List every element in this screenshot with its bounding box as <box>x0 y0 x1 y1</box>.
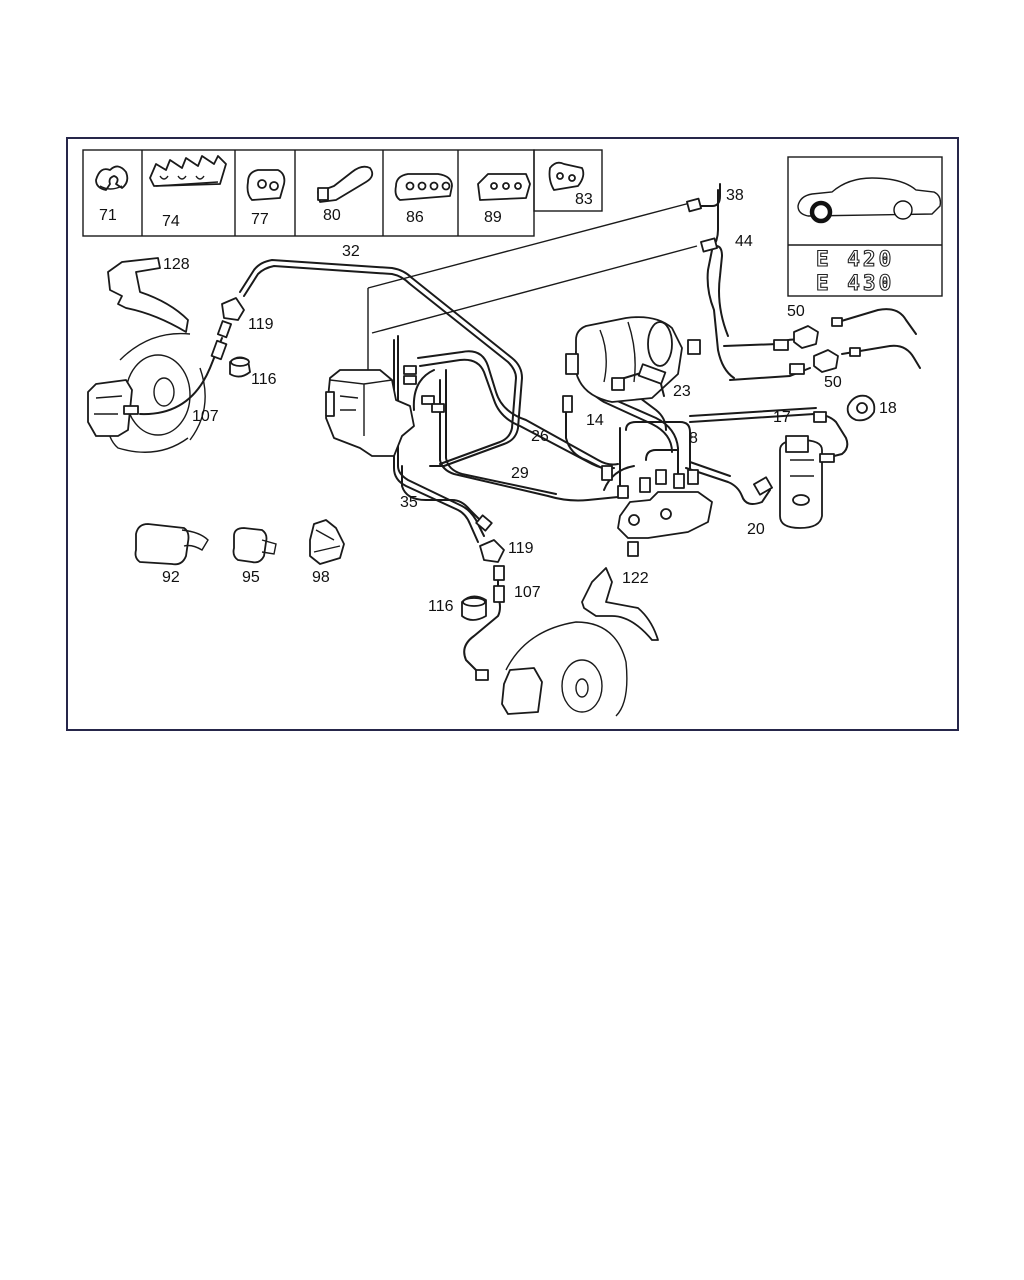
front-wheel-highlight-icon <box>809 200 833 224</box>
callout-116-front: 116 <box>251 371 277 388</box>
rear-brake-assembly <box>461 514 659 717</box>
pressure-accumulator <box>779 435 823 529</box>
distributor-block <box>601 465 713 557</box>
brake-booster <box>565 316 701 403</box>
brake-caliper <box>87 379 133 437</box>
callouts: 128 32 38 44 50 50 119 116 107 23 14 17 … <box>162 187 897 615</box>
callout-32: 32 <box>342 243 360 260</box>
legend-number-80: 80 <box>323 207 341 224</box>
legend-number-74: 74 <box>162 213 180 230</box>
legend-number-83: 83 <box>575 191 593 208</box>
abs-hydraulic-unit <box>325 365 445 457</box>
legend-strip: 71 74 77 80 86 89 83 <box>82 149 603 237</box>
callout-116-rear: 116 <box>428 598 454 615</box>
loose-clips <box>134 519 345 566</box>
diagram-frame <box>66 137 959 731</box>
callout-29: 29 <box>511 465 529 482</box>
callout-119-rear: 119 <box>508 540 534 557</box>
legend-number-77: 77 <box>251 211 269 228</box>
clip-74-icon <box>149 155 227 187</box>
callout-92: 92 <box>162 569 180 586</box>
model-name-1: E 420 <box>816 247 894 271</box>
callout-8: 8 <box>689 430 698 447</box>
block-86-icon <box>394 173 453 201</box>
callout-44: 44 <box>735 233 753 250</box>
splash-shield-128 <box>107 257 189 333</box>
callout-95: 95 <box>242 569 260 586</box>
callout-38: 38 <box>726 187 744 204</box>
rear-brake-caliper <box>501 667 543 715</box>
callout-50-upper: 50 <box>787 303 805 320</box>
clip-71-icon <box>95 165 129 191</box>
callout-14: 14 <box>586 412 604 429</box>
callout-23: 23 <box>673 383 691 400</box>
clip-98-icon <box>309 519 345 565</box>
splash-shield-122 <box>581 567 659 641</box>
fittings <box>686 197 876 496</box>
front-left-brake-assembly <box>87 257 251 453</box>
callout-26: 26 <box>531 428 549 445</box>
legend-number-86: 86 <box>406 209 424 226</box>
callout-107-rear: 107 <box>514 584 541 601</box>
block-89-icon <box>477 173 531 201</box>
legend-number-89: 89 <box>484 209 502 226</box>
model-name-2: E 430 <box>816 271 894 295</box>
callout-98: 98 <box>312 569 330 586</box>
callout-50-lower: 50 <box>824 374 842 391</box>
clip-77-icon <box>246 169 286 201</box>
clip-95-icon <box>232 527 268 564</box>
callout-18: 18 <box>879 400 897 417</box>
legend-number-71: 71 <box>99 207 117 224</box>
callout-128: 128 <box>163 256 190 273</box>
callout-17: 17 <box>773 409 791 426</box>
bracket-119-rear <box>479 539 505 563</box>
callout-107-front: 107 <box>192 408 219 425</box>
bracket-119-front <box>221 297 245 321</box>
callout-122: 122 <box>622 570 649 587</box>
callout-35: 35 <box>400 494 418 511</box>
block-83-icon <box>548 161 585 191</box>
rear-brake-disc <box>505 621 628 717</box>
callout-20: 20 <box>747 521 765 538</box>
clip-92-icon <box>134 523 190 566</box>
callout-119-front: 119 <box>248 316 274 333</box>
model-box: E 420 E 430 <box>787 156 943 297</box>
car-silhouette-icon <box>797 177 942 217</box>
cable-tie-80-icon <box>317 165 374 203</box>
